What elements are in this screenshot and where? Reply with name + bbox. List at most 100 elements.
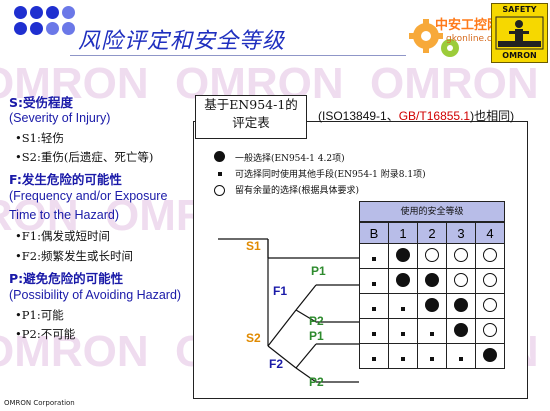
filled-circle-icon [425, 272, 439, 287]
severity-english: (Severity of Injury) [9, 111, 111, 125]
square-dot-icon [401, 331, 405, 336]
callout-line-1: 基于EN954-1的 [204, 97, 298, 112]
s1-definition: •S1:轻伤 [15, 131, 64, 145]
table-cell [475, 318, 505, 344]
open-circle-icon [483, 272, 497, 287]
legend-open: 留有余量的选择(根据具体要求) [235, 186, 360, 196]
table-cell [359, 343, 389, 369]
table-cell [359, 268, 389, 294]
tree-label-f1: F1 [273, 284, 288, 298]
filled-circle-icon [454, 297, 468, 312]
iso-note: (ISO13849-1、GB/T16855.1)也相同) [318, 107, 514, 124]
table-row [359, 268, 505, 294]
table-row [359, 243, 505, 269]
table-row [359, 318, 505, 344]
open-circle-icon [483, 297, 497, 312]
tree-label-f2: F2 [269, 357, 284, 371]
table-cell [446, 293, 476, 319]
gear-icon [409, 19, 459, 57]
table-cell [475, 243, 505, 269]
open-circle-icon [214, 185, 225, 196]
square-dot-icon [401, 306, 405, 311]
title-divider [70, 55, 406, 56]
legend-filled: 一般选择(EN954-1 4.2项) [235, 154, 345, 164]
table-cell [388, 318, 418, 344]
open-circle-icon [454, 247, 468, 262]
filled-circle-icon [214, 151, 225, 162]
tree-label-p1: P1 [311, 264, 326, 278]
table-cell [388, 243, 418, 269]
watermark-text: OMRON [0, 59, 149, 108]
table-cell [359, 243, 389, 269]
table-header-cell: 1 [388, 222, 418, 244]
iso-note-standard: GB/T16855.1 [398, 109, 471, 123]
table-header-cell: 2 [417, 222, 447, 244]
open-circle-icon [454, 272, 468, 287]
table-cell [388, 268, 418, 294]
severity-heading: S:受伤程度 [9, 95, 74, 110]
safety-badge-bottom: OMRON [502, 51, 537, 60]
slide-title: 风险评定和安全等级 [78, 29, 286, 54]
evaluation-table-callout: 基于EN954-1的 评定表 [195, 95, 307, 139]
watermark-text: OMRON [0, 327, 149, 376]
iso-note-pre: (ISO13849-1、 [318, 109, 399, 123]
tree-label-s2: S2 [246, 331, 261, 345]
decorative-dots [14, 6, 76, 46]
table-cell [446, 243, 476, 269]
table-cell [417, 268, 447, 294]
square-dot-icon [372, 356, 376, 361]
filled-circle-icon [483, 347, 497, 362]
warning-worker-icon [495, 16, 544, 50]
table-cell [475, 293, 505, 319]
callout-line-2: 评定表 [232, 115, 270, 130]
frequency-heading: F:发生危险的可能性 [9, 172, 122, 187]
s2-definition: •S2:重伤(后遗症、死亡等) [15, 150, 154, 164]
table-row [359, 343, 505, 369]
square-dot-icon [218, 172, 222, 176]
square-dot-icon [372, 256, 376, 261]
watermark-text: OMRON [370, 59, 539, 108]
avoidance-english: (Possibility of Avoiding Hazard) [9, 288, 182, 302]
tree-label-s1: S1 [246, 239, 261, 253]
safety-badge: SAFETY OMRON [491, 3, 548, 63]
table-header-cell: 3 [446, 222, 476, 244]
square-dot-icon [459, 356, 463, 361]
p2-definition: •P2:不可能 [15, 327, 76, 341]
square-dot-icon [430, 331, 434, 336]
filled-circle-icon [425, 297, 439, 312]
tree-label-p1: P1 [309, 329, 324, 343]
table-cell [388, 343, 418, 369]
site-logo-url: gkonline.com [446, 34, 507, 44]
square-dot-icon [372, 281, 376, 286]
table-cell [417, 343, 447, 369]
f2-definition: •F2:频繁发生或长时间 [15, 249, 133, 263]
table-cell [446, 268, 476, 294]
table-cell [417, 318, 447, 344]
square-dot-icon [401, 356, 405, 361]
site-logo-text: 中安工控网 [435, 18, 501, 33]
open-circle-icon [483, 247, 497, 262]
table-header-cell: B [359, 222, 389, 244]
watermark-text: OMRON [0, 191, 79, 240]
table-cell [446, 343, 476, 369]
tree-label-p2: P2 [309, 314, 324, 328]
square-dot-icon [430, 356, 434, 361]
filled-circle-icon [396, 272, 410, 287]
table-cell [417, 293, 447, 319]
filled-circle-icon [454, 322, 468, 337]
table-row [359, 293, 505, 319]
filled-circle-icon [396, 247, 410, 262]
p1-definition: •P1:可能 [15, 308, 64, 322]
table-cell [446, 318, 476, 344]
table-header-cell: 4 [475, 222, 505, 244]
frequency-english-2: Time to the Hazard) [9, 208, 119, 222]
table-cell [475, 343, 505, 369]
safety-badge-top: SAFETY [502, 5, 537, 14]
table-cell [388, 293, 418, 319]
safety-category-title: 使用的安全等级 [359, 201, 505, 222]
frequency-english-1: (Frequency and/or Exposure [9, 189, 168, 203]
avoidance-heading: P:避免危险的可能性 [9, 271, 124, 286]
